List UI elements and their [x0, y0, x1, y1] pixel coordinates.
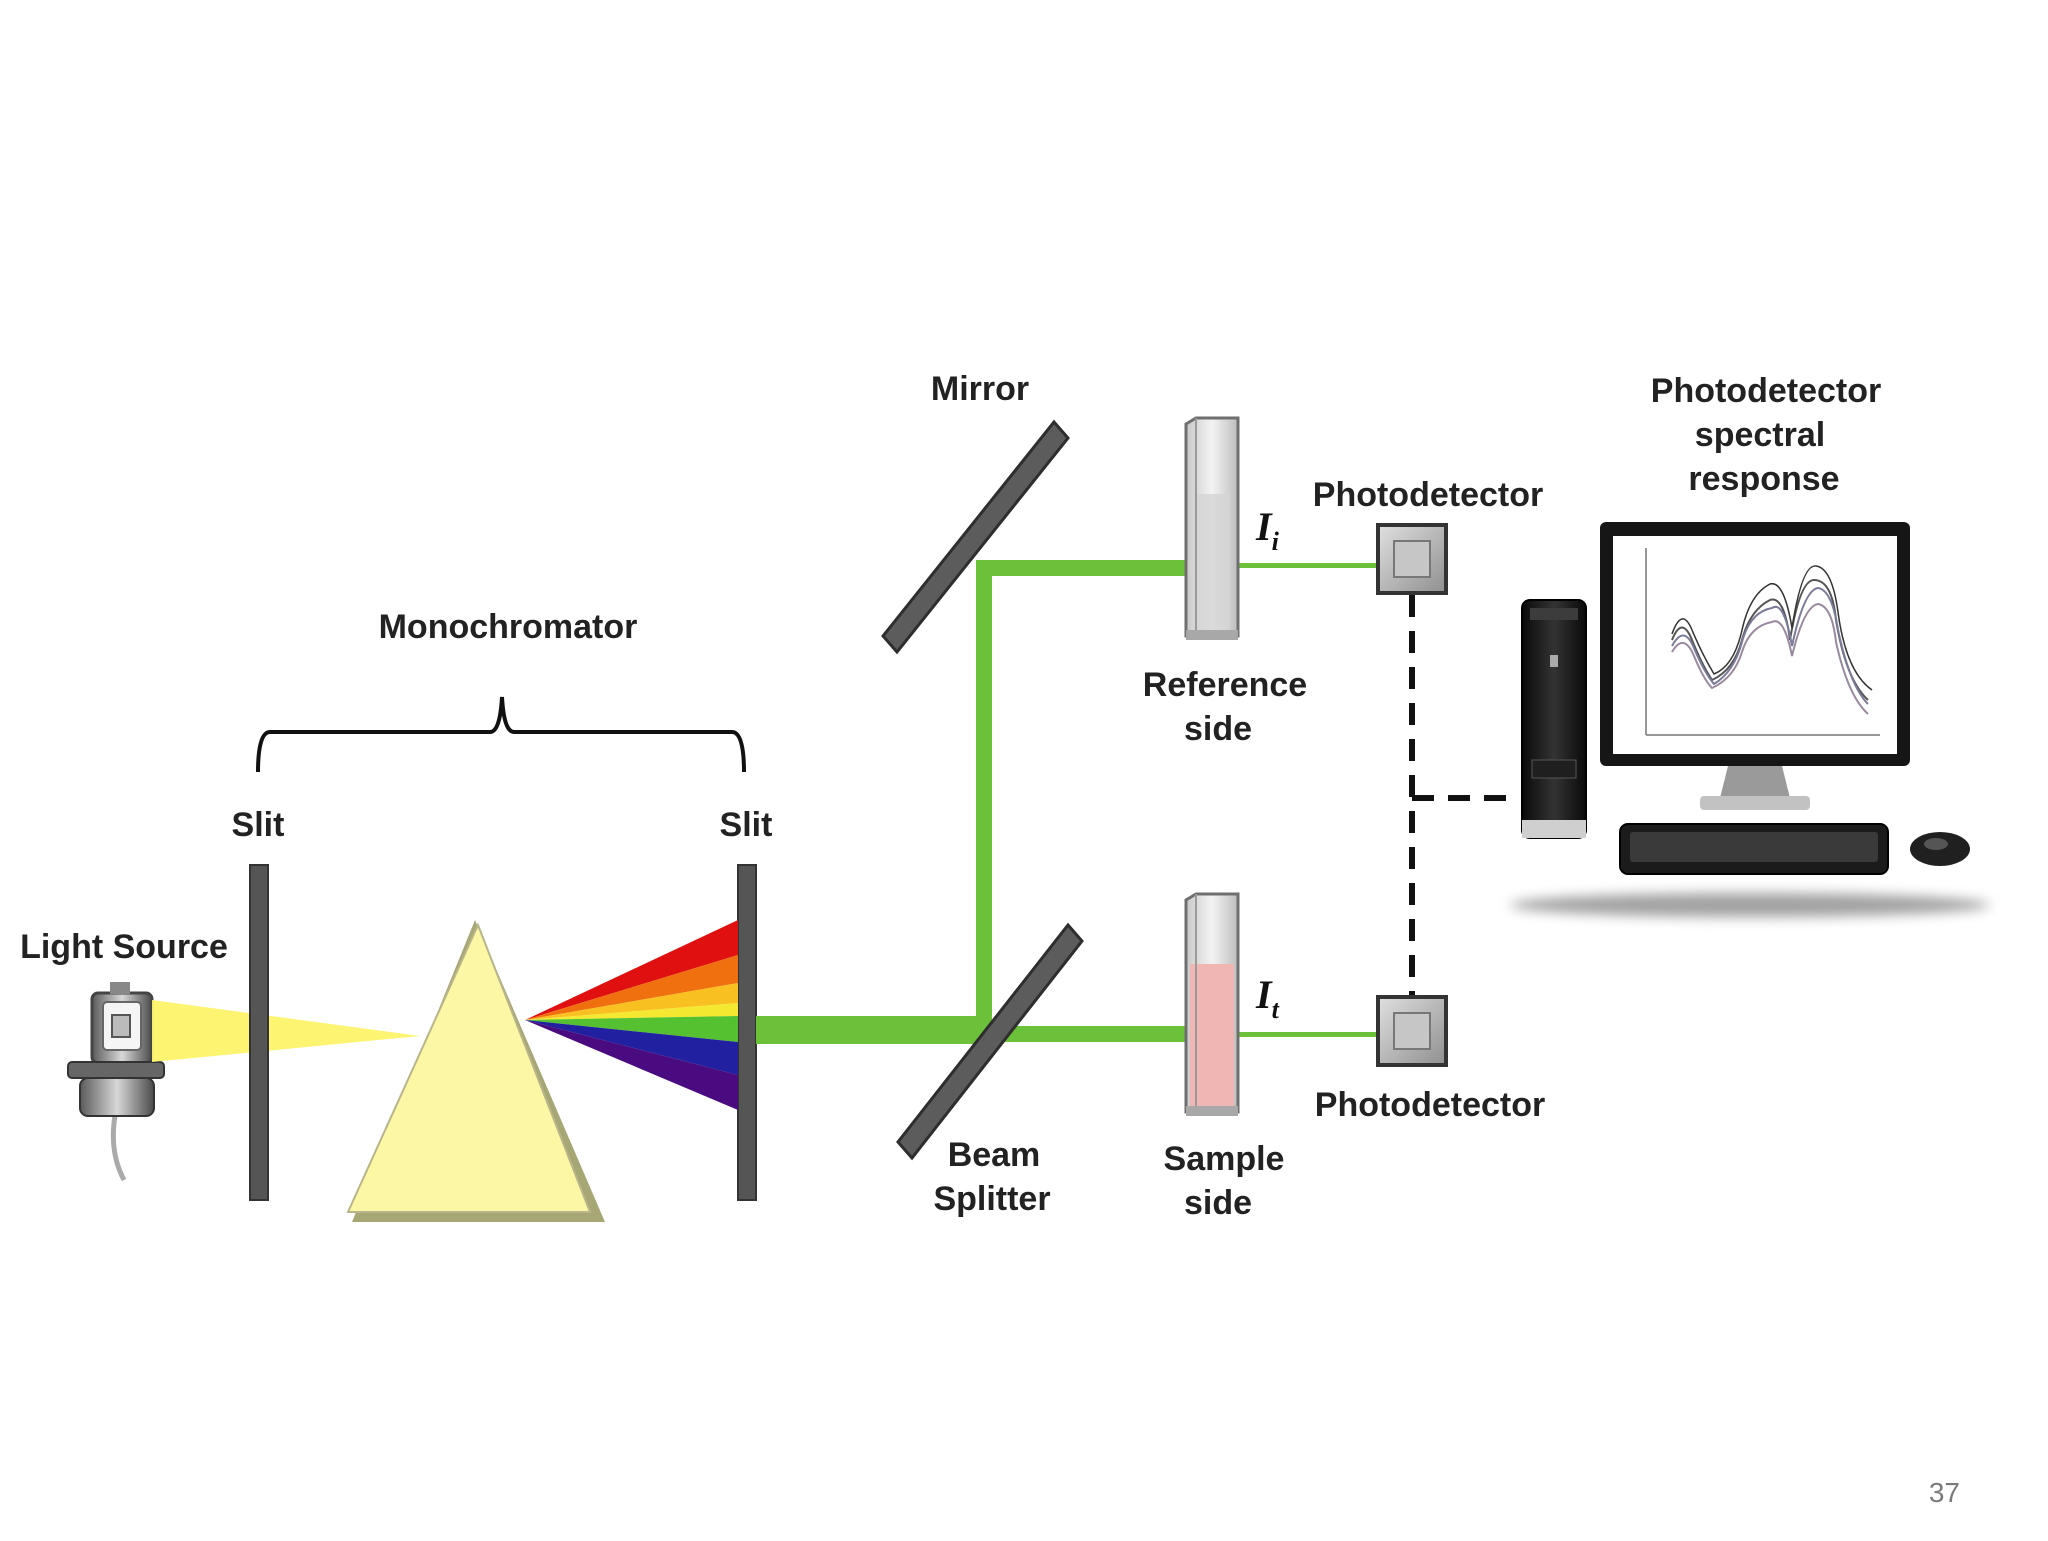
label-photodetector-top: Photodetector [1313, 476, 1543, 514]
label-mirror: Mirror [931, 370, 1029, 408]
label-sample-side-1: Sample [1164, 1140, 1285, 1178]
symbol-incident-sub: i [1272, 527, 1280, 556]
symbol-incident-intensity: Ii [1255, 504, 1280, 556]
symbol-incident-main: I [1255, 504, 1273, 549]
light-beam [152, 1000, 420, 1062]
label-photodetector-bottom: Photodetector [1315, 1086, 1545, 1124]
mirror [881, 419, 1070, 655]
green-beam-paths [756, 560, 1380, 1044]
label-sample-side-2: side [1184, 1184, 1252, 1222]
symbol-transmitted-sub: t [1272, 995, 1280, 1024]
beam-splitter [896, 922, 1084, 1161]
label-light-source: Light Source [20, 928, 228, 966]
prism [346, 920, 605, 1222]
spectrum-fan [525, 920, 738, 1110]
signal-dashed-lines [1409, 595, 1518, 995]
spectral-plot-thumbnail [1645, 548, 1880, 736]
computer-icon [1510, 522, 1990, 917]
monochromator-bracket [256, 696, 746, 773]
symbol-transmitted-intensity: It [1255, 972, 1280, 1024]
symbol-transmitted-main: I [1255, 972, 1273, 1017]
label-beam-splitter-1: Beam [948, 1136, 1041, 1174]
sample-cuvette [1184, 892, 1240, 1116]
computer-shadow [1510, 893, 1990, 917]
label-slit-right: Slit [720, 806, 773, 844]
label-spectral-3: response [1688, 460, 1839, 498]
label-reference-side-1: Reference [1143, 666, 1307, 704]
label-slit-left: Slit [232, 806, 285, 844]
photodetector-top-icon [1376, 523, 1448, 595]
label-spectral-2: spectral [1695, 416, 1825, 454]
reference-cuvette [1184, 416, 1240, 640]
label-beam-splitter-2: Splitter [933, 1180, 1050, 1218]
photodetector-bottom-icon [1376, 995, 1448, 1067]
label-spectral-1: Photodetector [1651, 372, 1881, 410]
slit-left [249, 864, 269, 1201]
light-source-lamp-icon [67, 982, 165, 1182]
label-reference-side-2: side [1184, 710, 1252, 748]
page-number: 37 [1929, 1477, 1960, 1508]
slit-right [737, 864, 757, 1201]
label-monochromator: Monochromator [379, 608, 638, 646]
